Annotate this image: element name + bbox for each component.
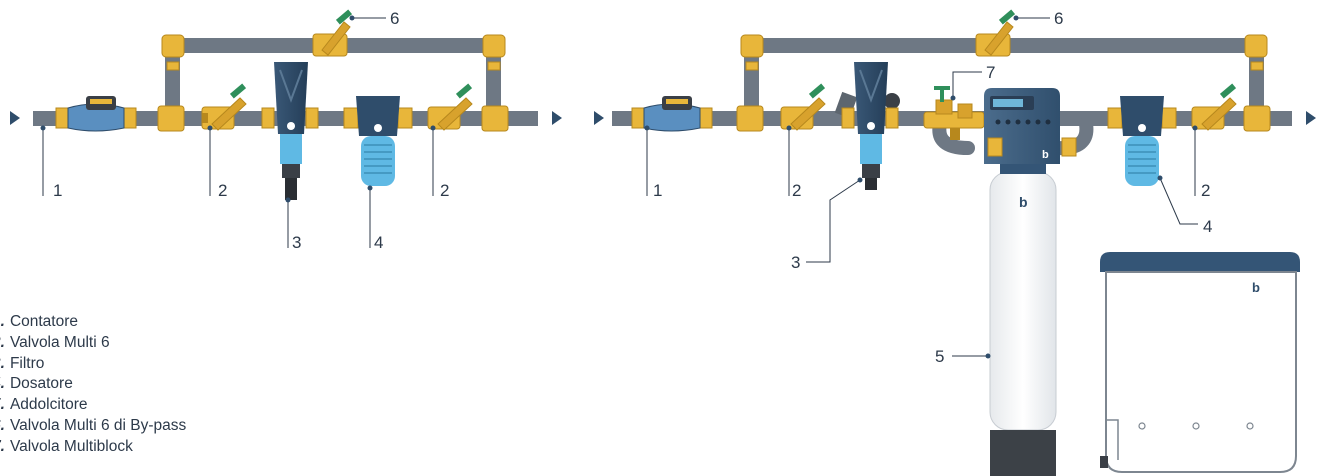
label-outlet-valve: 2 [1201,181,1210,200]
brand-logo-icon: b [1252,280,1260,295]
legend-item: 1.Contatore [0,312,186,333]
water-meter [55,96,137,132]
outlet-arrow-icon [1306,111,1316,125]
legend-item: 2.Valvola Multi 6 [0,333,186,354]
legend-item: 7.Valvola Multiblock [0,437,186,458]
bypass-riser-right [486,38,501,126]
water-meter [631,96,713,132]
label-filter: 3 [292,233,301,252]
legend-number: 1. [0,313,5,330]
label-multiblock: 7 [986,63,995,82]
filter-unit [261,62,319,200]
left-schematic: 1 2 3 4 2 6 [10,9,562,252]
label-outlet-valve: 2 [440,181,449,200]
outlet-valve [1191,83,1237,131]
label-bypass: 6 [1054,9,1063,28]
legend-number: 5. [0,396,5,414]
legend-number: 7. [0,437,5,455]
bypass-riser-left [165,38,180,126]
filter-unit [834,62,900,190]
legend: 1.Contatore2.Valvola Multi 63.Filtro4.Do… [0,312,186,458]
legend-text: Valvola Multi 6 di By-pass [9,416,187,434]
label-bypass: 6 [390,9,399,28]
outlet-arrow-icon [552,111,562,125]
brand-logo-icon: b [1019,194,1028,210]
leader-lines [646,17,1198,357]
label-meter: 1 [653,181,662,200]
inlet-arrow-icon [594,111,604,125]
legend-text: Valvola Multi 6 [9,333,110,351]
bypass-valve [975,9,1016,57]
inlet-valve [780,83,826,131]
legend-item: 5.Addolcitore [0,395,186,416]
label-doser: 4 [1203,217,1212,236]
label-meter: 1 [53,181,62,200]
leader-lines [42,17,434,248]
legend-number: 3. [0,354,5,372]
inlet-valve [201,83,247,131]
legend-text: Contatore [9,313,79,330]
legend-item: 6.Valvola Multi 6 di By-pass [0,416,186,437]
legend-item: 3.Filtro [0,354,186,375]
legend-number: 6. [0,416,5,434]
legend-number: 2. [0,333,5,351]
legend-text: Filtro [9,354,45,372]
label-inlet-valve: 2 [792,181,801,200]
label-doser: 4 [374,233,383,252]
label-filter: 3 [791,253,800,272]
bypass-riser-left [744,38,759,126]
inlet-arrow-icon [10,111,20,125]
legend-text: Dosatore [9,375,73,393]
softener-unit: b b [984,88,1077,476]
label-inlet-valve: 2 [218,181,227,200]
doser-unit [1107,96,1177,186]
bypass-fittings [736,34,1271,132]
bypass-valve [312,9,353,57]
bypass-fittings [157,34,509,132]
svg-text:b: b [1042,149,1049,161]
label-softener: 5 [935,347,944,366]
legend-item: 4.Dosatore [0,374,186,395]
bypass-riser-right [1249,38,1264,126]
legend-text: Addolcitore [9,396,88,414]
outlet-valve [427,83,473,131]
brine-cabinet: b [1100,252,1300,473]
multiblock-valve [923,86,985,140]
doser-unit [343,96,413,186]
right-schematic: b b [594,9,1316,476]
legend-text: Valvola Multiblock [9,437,133,455]
legend-number: 4. [0,375,5,393]
